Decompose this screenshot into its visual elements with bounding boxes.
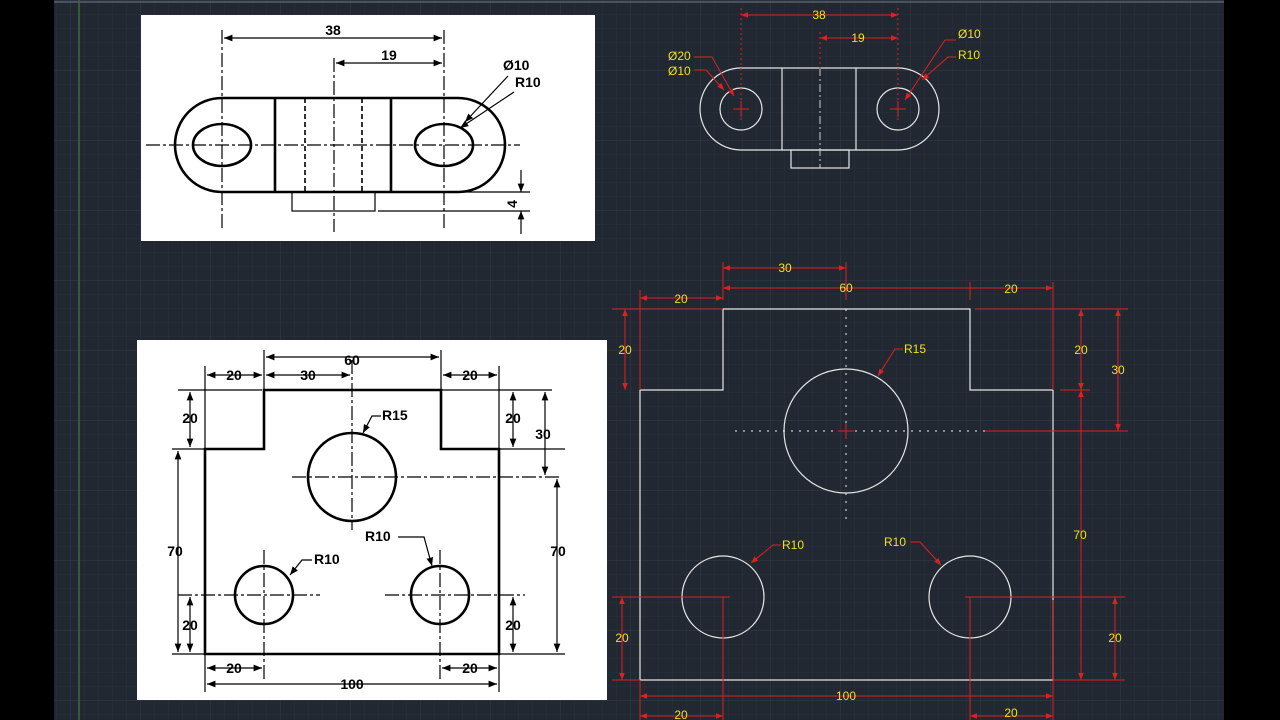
cad-dim-19[interactable]: 19 (851, 31, 865, 45)
cad-leader (904, 39, 956, 101)
cad-dia-10-left[interactable]: Ø10 (668, 64, 691, 78)
cad-top-outline[interactable] (699, 67, 940, 151)
reference-image-top: 38 19 Ø10 R10 4 (141, 15, 595, 241)
reference-paper-top (141, 15, 595, 241)
ref-dim-20: 20 (182, 410, 198, 426)
ref-dim-100: 100 (340, 676, 364, 692)
cad-dim-20[interactable]: 20 (1108, 631, 1122, 645)
cad-leader (694, 56, 735, 97)
cad-dim-20[interactable]: 20 (1004, 706, 1018, 720)
cad-dim-20[interactable]: 20 (618, 343, 632, 357)
cad-leader (921, 56, 956, 81)
cad-rad-10-right[interactable]: R10 (884, 535, 906, 549)
cad-dia-10-right[interactable]: Ø10 (958, 27, 981, 41)
ref-dim-20: 20 (226, 367, 242, 383)
ref-rad-10-right: R10 (365, 528, 391, 544)
ref-rad-10-left: R10 (314, 551, 340, 567)
ref-leader (289, 559, 312, 576)
ref-dim-30: 30 (300, 367, 316, 383)
ref-dim-20: 20 (226, 660, 242, 676)
cad-leader (750, 544, 781, 564)
cad-leader (877, 348, 903, 377)
cad-leader (694, 69, 725, 91)
ref-dim-19: 19 (381, 47, 397, 63)
cad-plate-outline[interactable] (639, 308, 1054, 681)
cad-leader (910, 541, 942, 566)
ref-dim-4: 4 (504, 200, 520, 208)
ref-dim-20: 20 (462, 367, 478, 383)
cad-rad-15[interactable]: R15 (904, 342, 926, 356)
cad-dim-20[interactable]: 20 (674, 708, 688, 720)
ref-dim-60: 60 (344, 352, 360, 368)
ref-dim-20: 20 (182, 617, 198, 633)
cad-drawing-top[interactable]: 38 19 Ø20 Ø10 Ø10 R10 (668, 8, 981, 169)
reference-image-bottom: 60 20 30 20 20 70 20 20 30 70 20 R15 R10 (137, 340, 607, 700)
cad-dim-38[interactable]: 38 (812, 8, 826, 22)
cad-dia-20[interactable]: Ø20 (668, 49, 691, 63)
ref-dim-20: 20 (505, 617, 521, 633)
cad-dim-20[interactable]: 20 (615, 631, 629, 645)
cad-dim-20[interactable]: 20 (1004, 282, 1018, 296)
ref-rad-15: R15 (382, 407, 408, 423)
cad-rad-10-left[interactable]: R10 (782, 538, 804, 552)
cad-dim-20[interactable]: 20 (674, 292, 688, 306)
ref-dim-20: 20 (462, 660, 478, 676)
cad-dim-100[interactable]: 100 (836, 689, 856, 703)
reference-paper-bottom (137, 340, 607, 700)
cad-drawing-bottom[interactable]: 30 60 20 20 20 20 20 30 70 20 R15 R10 R1… (612, 261, 1128, 720)
cad-dim-70[interactable]: 70 (1073, 528, 1087, 542)
ref-leader (398, 536, 434, 567)
cad-dim-30[interactable]: 30 (778, 261, 792, 275)
cad-dim-60[interactable]: 60 (839, 281, 853, 295)
ref-dim-70: 70 (550, 543, 566, 559)
cad-dim-20[interactable]: 20 (1074, 343, 1088, 357)
ref-leader (362, 415, 381, 434)
ref-dim-38: 38 (325, 22, 341, 38)
ref-leader (459, 91, 515, 129)
ref-dia-10: Ø10 (503, 57, 530, 73)
ref-rad-10: R10 (515, 74, 541, 90)
cad-rad-10[interactable]: R10 (958, 48, 980, 62)
ref-plate-outline (203, 388, 501, 656)
cad-dim-30[interactable]: 30 (1111, 363, 1125, 377)
ref-leader (464, 75, 509, 123)
ref-dim-30: 30 (535, 426, 551, 442)
ref-dim-20: 20 (505, 410, 521, 426)
ref-dim-70: 70 (167, 543, 183, 559)
